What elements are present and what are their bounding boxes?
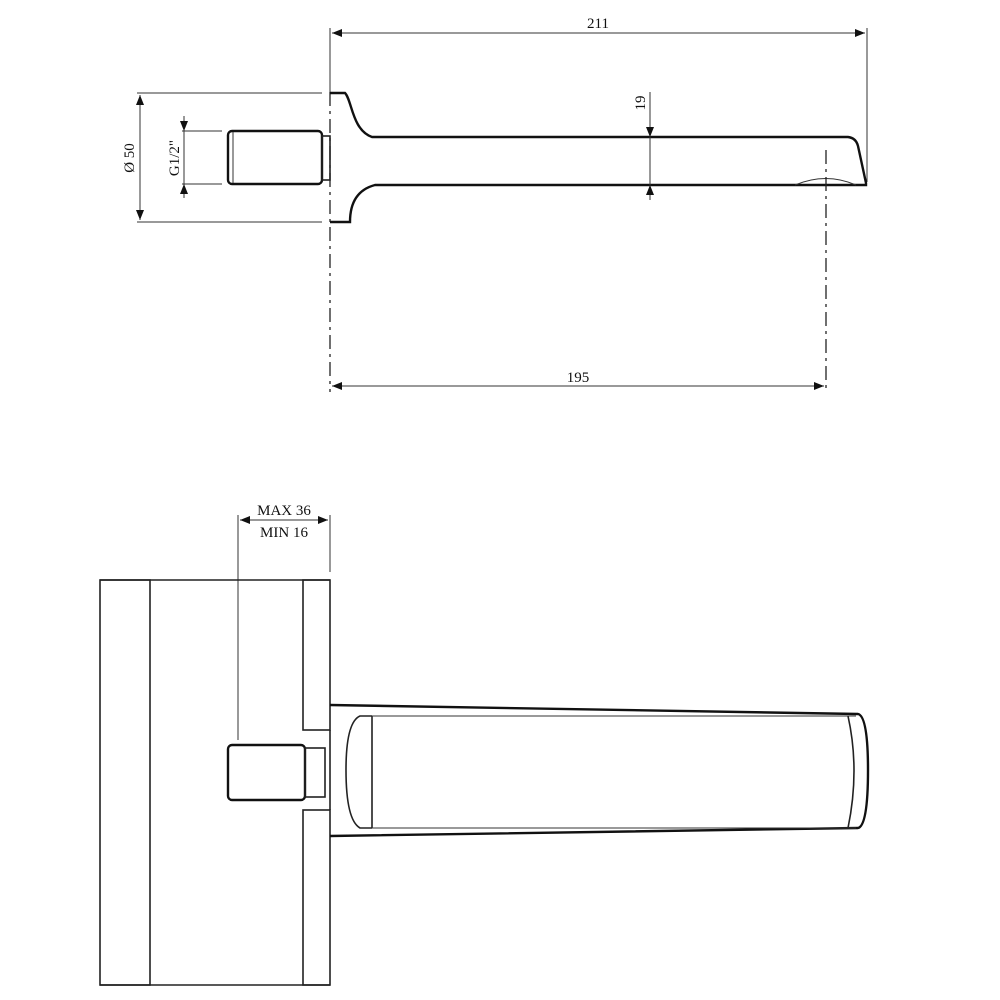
dimension-spout-height: 19 (633, 92, 654, 200)
dimension-label-min: MIN 16 (260, 525, 308, 541)
dimension-label-19: 19 (633, 96, 649, 111)
side-elevation-view: 211 Ø 50 G1/2" 19 (122, 16, 868, 392)
dimension-overall-length: 211 (329, 16, 868, 182)
wall-section (99, 579, 331, 986)
dimension-label-195: 195 (567, 370, 590, 386)
connector-collar (321, 135, 331, 181)
dimension-label-211: 211 (587, 16, 609, 32)
dimension-label-thread: G1/2" (167, 140, 183, 176)
dimension-label-diameter: Ø 50 (122, 143, 138, 173)
dimension-wall-thickness: MAX 36 MIN 16 (237, 503, 331, 740)
dimension-label-max: MAX 36 (257, 503, 311, 519)
plan-section-view: MAX 36 MIN 16 (99, 503, 870, 986)
spout-profile (330, 91, 868, 224)
dimension-thread: G1/2" (167, 116, 222, 198)
pipe-collar (304, 747, 326, 798)
supply-pipe (226, 743, 307, 802)
spout-plan (329, 703, 870, 838)
dimension-projection: 195 (332, 370, 824, 390)
thread-connector (226, 129, 324, 186)
dimension-flange-diameter: Ø 50 (122, 92, 322, 223)
